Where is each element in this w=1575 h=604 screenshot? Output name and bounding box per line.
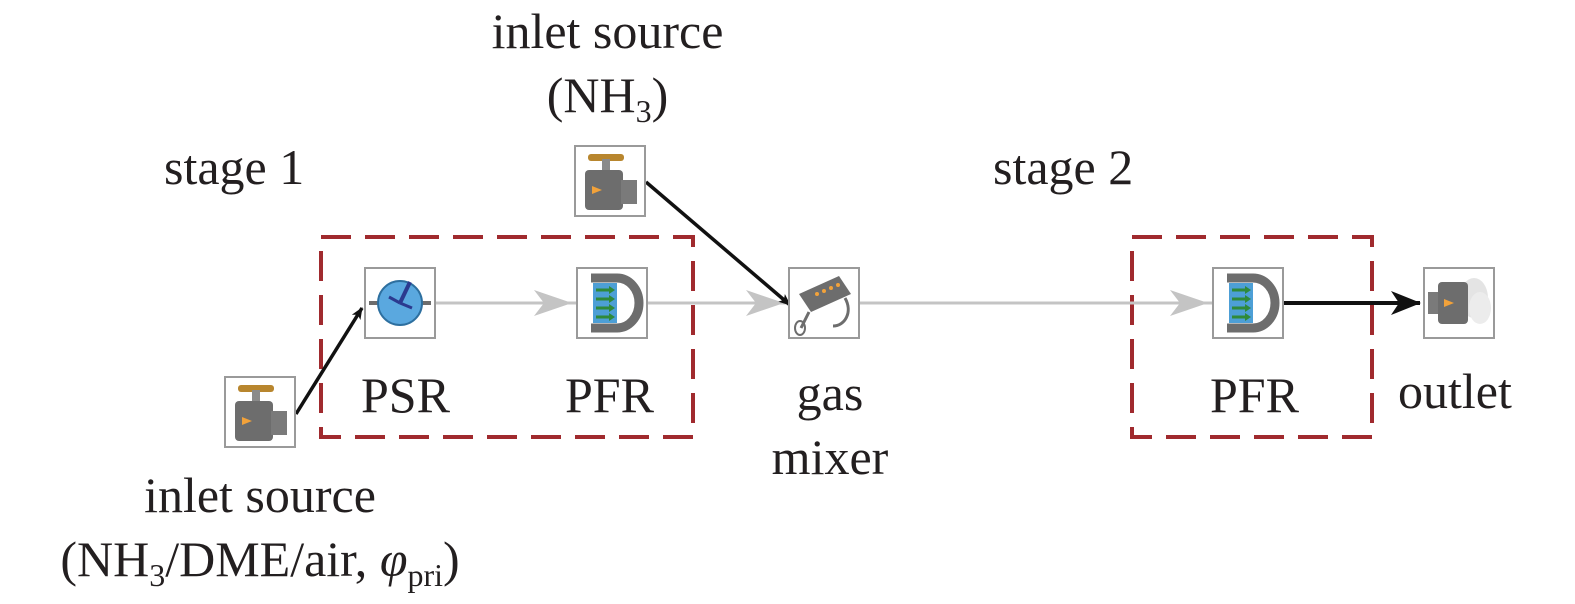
outlet-label: outlet [1398,363,1512,419]
pfr1-label: PFR [565,367,654,423]
flow-mixer-to-pfr2-arrowhead [1170,290,1208,316]
feed-arrow-primary [294,307,364,415]
pfr2-label: PFR [1210,367,1299,423]
stage1-label: stage 1 [164,139,305,195]
gas-mixer-line1: gas [796,365,864,421]
inlet-source-top-line1: inlet source [491,3,724,59]
stage2-label: stage 2 [993,139,1134,195]
gas-mixer-icon[interactable] [788,267,860,339]
inlet-source-top-label: inlet source (NH3) [470,3,745,129]
pfr-reactor-icon[interactable] [576,267,648,339]
gas-mixer-line2: mixer [771,429,889,485]
inlet-source-bottom-label: inlet source (NH3/DME/air, φpri) [30,467,490,593]
psr-label: PSR [361,367,450,423]
stage1-boundary [319,235,695,439]
inlet-source-bottom-line1: inlet source [144,467,376,523]
inlet-valve-icon[interactable] [574,145,646,217]
psr-reactor-icon[interactable] [364,267,436,339]
flow-psr-to-pfr-arrowhead [534,290,572,316]
feed-arrow-secondary [644,180,792,307]
flow-pfr-to-mixer-arrowhead [746,290,784,316]
pfr-reactor-icon[interactable] [1212,267,1284,339]
inlet-valve-icon[interactable] [224,376,296,448]
outlet-exhaust-icon[interactable] [1423,267,1495,339]
inlet-source-bottom-line2: (NH3/DME/air, φpri) [60,531,460,593]
inlet-source-top-line2: (NH3) [546,67,669,129]
gas-mixer-label: gas mixer [745,368,915,482]
